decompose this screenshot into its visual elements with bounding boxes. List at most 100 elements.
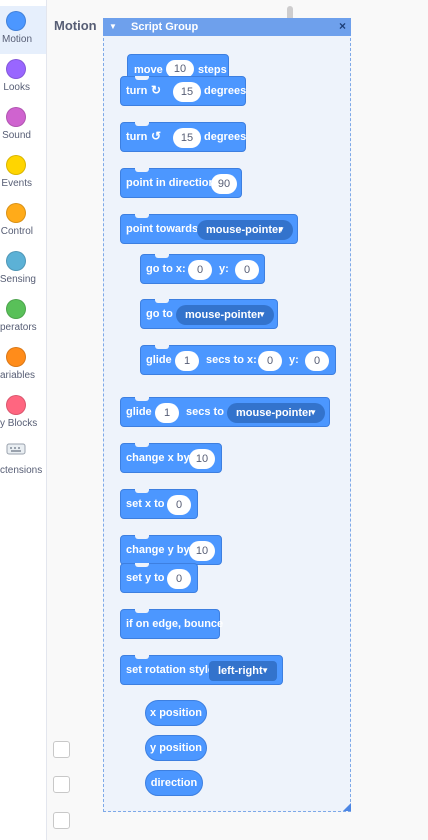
change-y-block[interactable]: change y by 10 bbox=[120, 535, 222, 565]
block-label: set y to bbox=[126, 572, 165, 584]
degrees-input[interactable]: 15 bbox=[173, 82, 201, 102]
category-operators[interactable]: perators bbox=[0, 294, 46, 342]
block-label: degrees bbox=[204, 131, 247, 143]
y-input[interactable]: 0 bbox=[235, 260, 259, 280]
point-towards-block[interactable]: point towards mouse-pointer▼ bbox=[120, 214, 298, 244]
dropdown-value: mouse-pointer bbox=[206, 224, 283, 236]
category-my-blocks[interactable]: y Blocks bbox=[0, 390, 46, 438]
set-rotation-style-block[interactable]: set rotation style left-right▼ bbox=[120, 655, 283, 685]
category-label: Events bbox=[1, 178, 32, 189]
category-sound[interactable]: Sound bbox=[0, 102, 46, 150]
point-in-direction-block[interactable]: point in direction 90 bbox=[120, 168, 242, 198]
degrees-input[interactable]: 15 bbox=[173, 128, 201, 148]
direction-checkbox[interactable] bbox=[53, 812, 70, 829]
block-notch bbox=[135, 214, 149, 218]
steps-input[interactable]: 10 bbox=[166, 60, 194, 78]
category-label: Sound bbox=[2, 130, 31, 141]
x-position-checkbox[interactable] bbox=[53, 741, 70, 758]
sound-icon bbox=[6, 107, 26, 127]
turn-left-block[interactable]: turn ↺ 15 degrees bbox=[120, 122, 246, 152]
block-notch bbox=[135, 489, 149, 493]
category-sidebar: Motion Looks Sound Events Control Sensin… bbox=[0, 0, 47, 840]
block-notch bbox=[155, 345, 169, 349]
category-looks[interactable]: Looks bbox=[0, 54, 46, 102]
dropdown-value: mouse-pointer bbox=[185, 309, 262, 321]
y-position-reporter[interactable]: y position bbox=[145, 735, 207, 761]
block-notch bbox=[155, 254, 169, 258]
x-input[interactable]: 0 bbox=[188, 260, 212, 280]
go-to-block[interactable]: go to mouse-pointer▼ bbox=[140, 299, 278, 329]
category-motion[interactable]: Motion bbox=[0, 6, 46, 54]
close-icon[interactable]: × bbox=[339, 19, 347, 33]
block-notch bbox=[135, 122, 149, 126]
operators-icon bbox=[6, 299, 26, 319]
y-input[interactable]: 0 bbox=[167, 569, 191, 589]
category-label: perators bbox=[0, 322, 37, 333]
rotate-counterclockwise-icon: ↺ bbox=[151, 129, 162, 143]
category-label: Sensing bbox=[0, 274, 36, 285]
set-y-block[interactable]: set y to 0 bbox=[120, 563, 198, 593]
category-extensions[interactable]: ctensions bbox=[0, 438, 46, 486]
y-input[interactable]: 0 bbox=[305, 351, 329, 371]
dropdown-value: mouse-pointer bbox=[236, 407, 313, 419]
dropdown-caret-icon: ▼ bbox=[258, 310, 266, 319]
section-title-motion: Motion bbox=[54, 18, 97, 33]
block-notch bbox=[135, 397, 149, 401]
block-label: turn bbox=[126, 131, 148, 143]
events-icon bbox=[6, 155, 26, 175]
glide-to-xy-block[interactable]: glide 1 secs to x: 0 y: 0 bbox=[140, 345, 336, 375]
move-steps-block[interactable]: move 10 steps bbox=[127, 54, 229, 80]
rotation-style-dropdown[interactable]: left-right▼ bbox=[209, 661, 277, 681]
turn-right-block[interactable]: turn ↻ 15 degrees bbox=[120, 76, 246, 106]
x-input[interactable]: 0 bbox=[167, 495, 191, 515]
y-change-input[interactable]: 10 bbox=[189, 541, 215, 561]
sensing-icon bbox=[6, 251, 26, 271]
block-notch bbox=[135, 563, 149, 567]
seconds-input[interactable]: 1 bbox=[155, 403, 179, 423]
dropdown-caret-icon: ▼ bbox=[309, 408, 317, 417]
set-x-block[interactable]: set x to 0 bbox=[120, 489, 198, 519]
block-notch bbox=[135, 609, 149, 613]
if-on-edge-bounce-block[interactable]: if on edge, bounce bbox=[120, 609, 223, 639]
block-label: change x by bbox=[126, 452, 190, 464]
y-position-checkbox[interactable] bbox=[53, 776, 70, 793]
direction-reporter[interactable]: direction bbox=[145, 770, 203, 796]
glide-to-target-block[interactable]: glide 1 secs to mouse-pointer▼ bbox=[120, 397, 330, 427]
variables-icon bbox=[6, 347, 26, 367]
go-to-xy-block[interactable]: go to x: 0 y: 0 bbox=[140, 254, 265, 284]
block-label: glide bbox=[146, 354, 172, 366]
block-notch bbox=[135, 443, 149, 447]
block-notch bbox=[155, 299, 169, 303]
seconds-input[interactable]: 1 bbox=[175, 351, 199, 371]
script-group-header[interactable] bbox=[103, 18, 351, 36]
block-notch bbox=[135, 168, 149, 172]
x-change-input[interactable]: 10 bbox=[189, 449, 215, 469]
direction-input[interactable]: 90 bbox=[211, 174, 237, 194]
control-icon bbox=[6, 203, 26, 223]
target-dropdown[interactable]: mouse-pointer▼ bbox=[197, 220, 293, 240]
x-input[interactable]: 0 bbox=[258, 351, 282, 371]
target-dropdown[interactable]: mouse-pointer▼ bbox=[227, 403, 325, 423]
x-position-reporter[interactable]: x position bbox=[145, 700, 207, 726]
block-label: go to bbox=[146, 308, 173, 320]
block-label: y: bbox=[289, 354, 299, 366]
category-events[interactable]: Events bbox=[0, 150, 46, 198]
keyboard-extension-icon bbox=[6, 443, 26, 455]
block-label: point in direction bbox=[126, 177, 216, 189]
target-dropdown[interactable]: mouse-pointer▼ bbox=[176, 305, 274, 325]
collapse-caret-icon[interactable]: ▼ bbox=[109, 22, 117, 31]
block-label: point towards bbox=[126, 223, 199, 235]
block-label: go to x: bbox=[146, 263, 186, 275]
category-control[interactable]: Control bbox=[0, 198, 46, 246]
category-label: ctensions bbox=[0, 465, 43, 476]
category-label: Control bbox=[0, 226, 33, 237]
change-x-block[interactable]: change x by 10 bbox=[120, 443, 222, 473]
dropdown-value: left-right bbox=[218, 665, 263, 677]
dropdown-caret-icon: ▼ bbox=[277, 225, 285, 234]
motion-icon bbox=[6, 11, 26, 31]
category-variables[interactable]: ariables bbox=[0, 342, 46, 390]
category-sensing[interactable]: Sensing bbox=[0, 246, 46, 294]
block-notch bbox=[135, 76, 149, 80]
resize-handle-icon[interactable] bbox=[343, 803, 351, 811]
category-label: Looks bbox=[3, 82, 30, 93]
